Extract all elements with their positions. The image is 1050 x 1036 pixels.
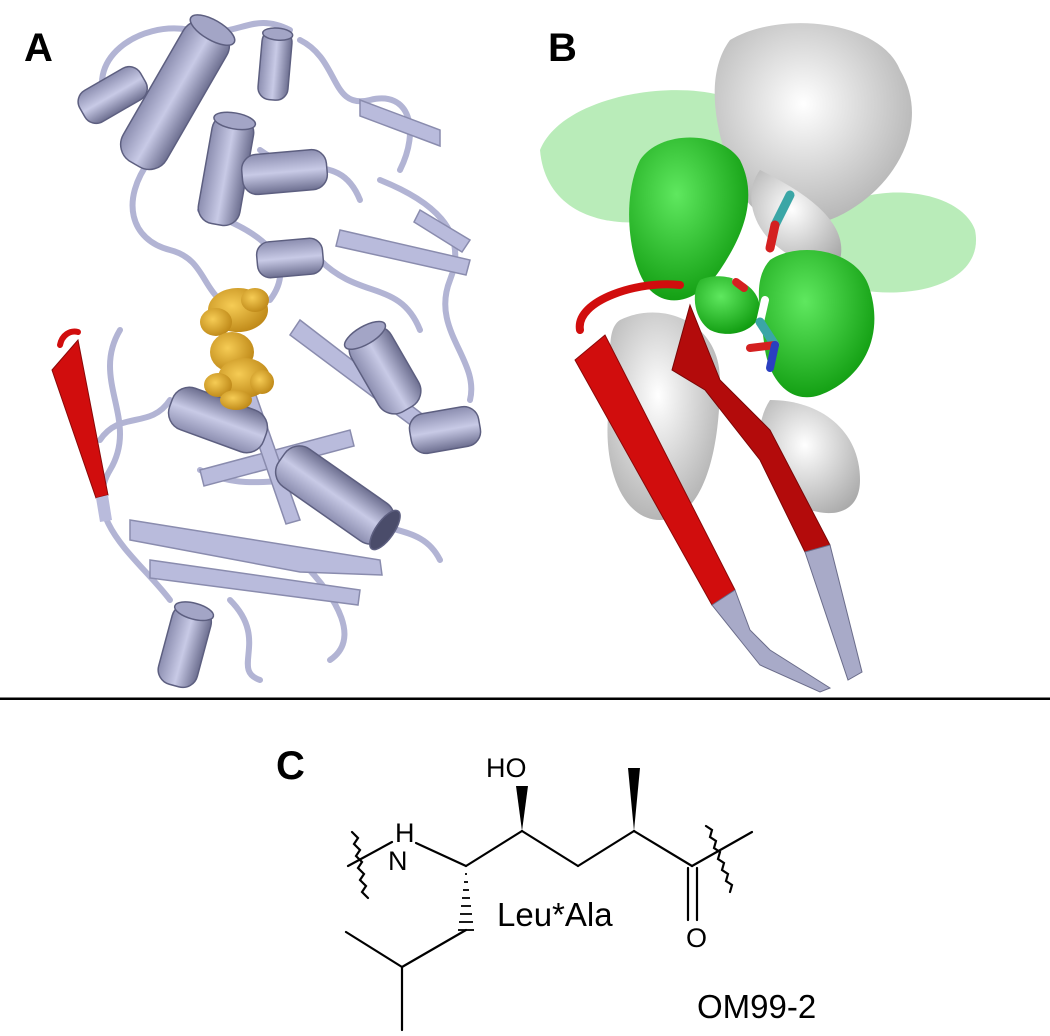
panel-label-b: B bbox=[548, 26, 577, 70]
highlighted-strand-b bbox=[574, 280, 863, 693]
amine-h-label: H bbox=[395, 818, 415, 848]
hydroxyl-label: HO bbox=[486, 753, 527, 783]
amine-n-label: N bbox=[388, 846, 408, 876]
protein-cartoon-figure bbox=[0, 14, 1050, 700]
panel-label-a: A bbox=[24, 26, 53, 70]
panel-a-cartoon bbox=[51, 14, 482, 689]
panel-b-surface bbox=[540, 23, 977, 693]
ligand-surface-a bbox=[200, 288, 274, 410]
carbonyl-o-label: O bbox=[686, 923, 708, 953]
highlighted-strand-a bbox=[51, 328, 112, 522]
residue-label: Leu*Ala bbox=[497, 896, 613, 933]
wavy-bond-left bbox=[350, 830, 370, 900]
panel-label-c: C bbox=[276, 744, 305, 788]
wavy-bond-right bbox=[704, 824, 734, 894]
compound-id: OM99-2 bbox=[697, 988, 817, 1025]
